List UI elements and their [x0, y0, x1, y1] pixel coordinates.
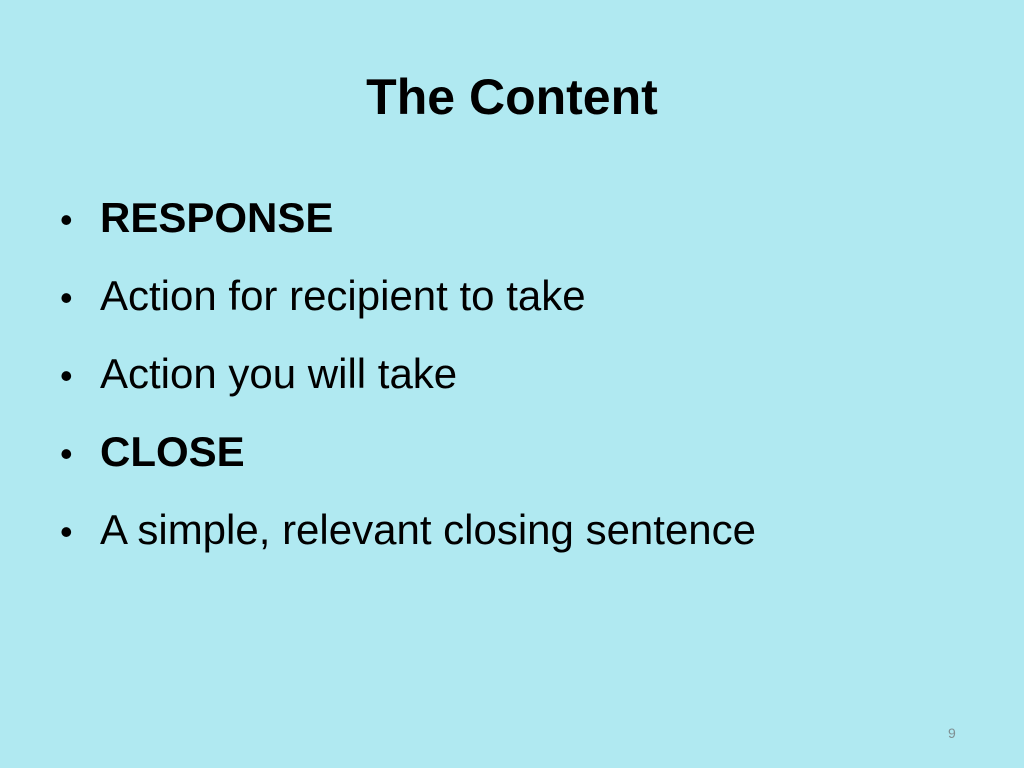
bullet-text: Action for recipient to take: [100, 272, 586, 319]
bullet-list: • RESPONSE • Action for recipient to tak…: [60, 188, 990, 578]
bullet-item-your-action: • Action you will take: [60, 344, 990, 422]
bullet-dot-icon: •: [60, 511, 73, 552]
slide-title: The Content: [366, 69, 658, 125]
bullet-text: A simple, relevant closing sentence: [100, 506, 757, 553]
bullet-dot-icon: •: [60, 199, 73, 240]
bullet-dot-icon: •: [60, 277, 73, 318]
bullet-dot-icon: •: [60, 355, 73, 396]
bullet-text: RESPONSE: [100, 194, 334, 241]
bullet-text: CLOSE: [100, 428, 245, 475]
bullet-item-response: • RESPONSE: [60, 188, 990, 266]
bullet-item-close: • CLOSE: [60, 422, 990, 500]
slide-number: 9: [948, 725, 956, 741]
bullet-item-recipient-action: • Action for recipient to take: [60, 266, 990, 344]
bullet-dot-icon: •: [60, 433, 73, 474]
bullet-text: Action you will take: [100, 350, 458, 397]
bullet-item-closing-sentence: • A simple, relevant closing sentence: [60, 500, 990, 578]
